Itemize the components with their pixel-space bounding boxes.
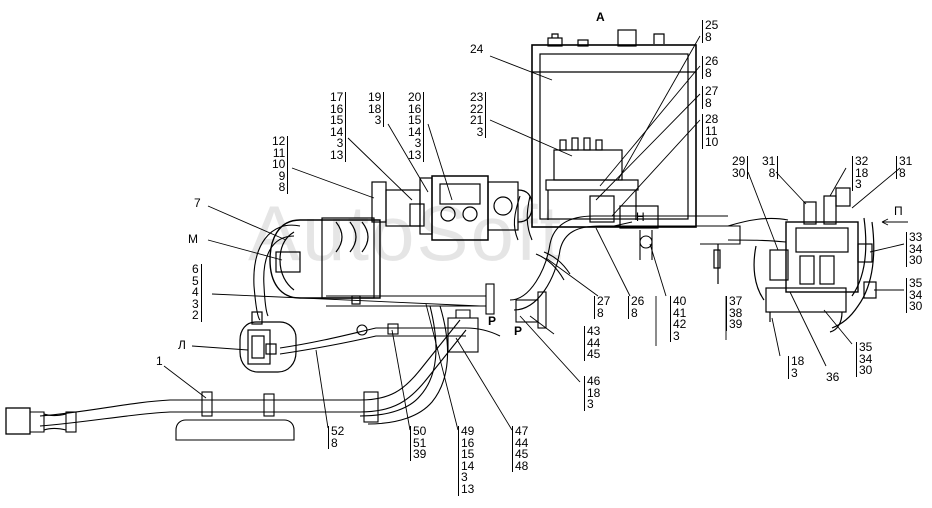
label-m: М (188, 232, 198, 246)
hydraulic-tank (531, 29, 697, 229)
leader-lines (163, 35, 908, 431)
label-p2: Р (514, 324, 523, 338)
valve-cluster-upper (371, 175, 533, 241)
label-1: 1 (156, 354, 163, 368)
label-7: 7 (194, 196, 201, 210)
label-pi: П (894, 204, 903, 218)
label-36: 36 (826, 370, 840, 384)
hose-lines (5, 195, 789, 441)
label-p1: Р (488, 314, 497, 328)
watermark-text: AutoSoft (248, 189, 564, 277)
label-24: 24 (470, 42, 484, 56)
label-l: Л (178, 338, 186, 352)
brake-valve-unit (239, 311, 297, 373)
right-valve-block (713, 187, 877, 333)
view-letter-a: А (596, 10, 605, 24)
label-n: Н (636, 210, 645, 224)
